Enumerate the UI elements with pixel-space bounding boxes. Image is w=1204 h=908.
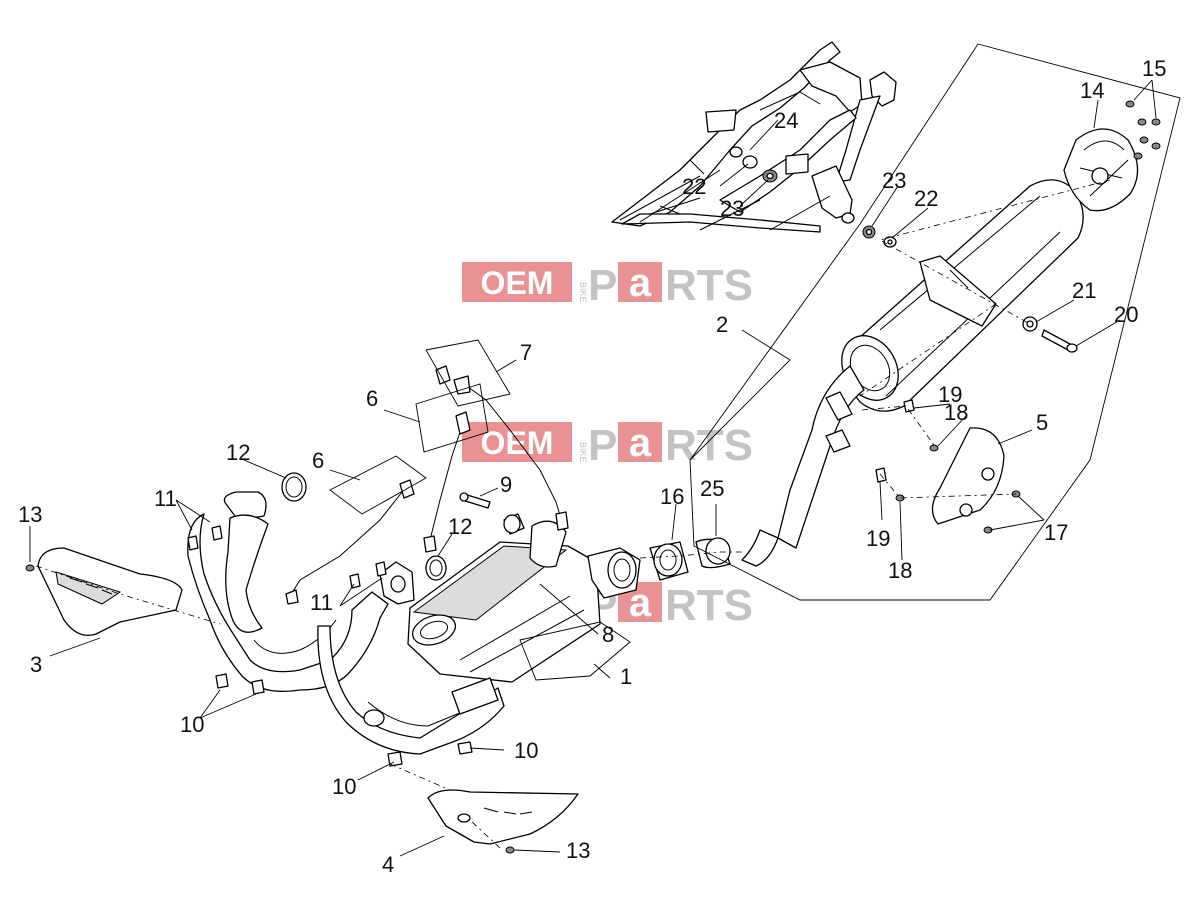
callout-19b: 19 bbox=[866, 526, 890, 551]
callout-11a: 11 bbox=[154, 486, 177, 511]
callout-15: 15 bbox=[1142, 56, 1166, 81]
callout-labels: 1 2 3 4 5 6 6 7 8 9 10 10 10 11 11 12 12… bbox=[18, 56, 1166, 877]
callout-22b: 22 bbox=[914, 186, 938, 211]
pad-10-bottom bbox=[387, 751, 403, 767]
callout-25: 25 bbox=[700, 476, 724, 501]
callout-20: 20 bbox=[1114, 302, 1138, 327]
callout-12b: 12 bbox=[448, 514, 472, 539]
callout-21: 21 bbox=[1072, 278, 1096, 303]
callout-23b: 23 bbox=[882, 168, 906, 193]
callout-10c: 10 bbox=[332, 774, 356, 799]
leader-lines bbox=[29, 79, 1157, 857]
callout-19a: 19 bbox=[938, 382, 962, 407]
bolt-20 bbox=[1041, 329, 1078, 353]
watermark-top: OEM BIKE P a RTS bbox=[462, 261, 753, 310]
rubber-mount-24 bbox=[729, 146, 758, 169]
rubber-bush-23-right bbox=[862, 225, 876, 239]
screw-15 bbox=[1125, 100, 1161, 160]
callout-24: 24 bbox=[774, 108, 798, 133]
stud-11-upper bbox=[187, 525, 223, 551]
gasket-16 bbox=[649, 541, 689, 581]
washer-21 bbox=[1022, 316, 1038, 332]
callout-10a: 10 bbox=[180, 712, 204, 737]
bolt-9 bbox=[459, 492, 491, 509]
rubber-bush-23-left bbox=[762, 169, 778, 183]
spacer-8 bbox=[503, 513, 525, 535]
svg-text:RTS: RTS bbox=[665, 581, 753, 630]
callout-13a: 13 bbox=[18, 502, 42, 527]
callout-11b: 11 bbox=[310, 590, 333, 615]
callout-23a: 23 bbox=[720, 196, 744, 221]
callout-13b: 13 bbox=[566, 838, 590, 863]
callout-6b: 6 bbox=[312, 448, 324, 473]
callout-17: 17 bbox=[1044, 520, 1068, 545]
callout-7: 7 bbox=[520, 340, 532, 365]
svg-text:P: P bbox=[588, 421, 617, 470]
callout-2: 2 bbox=[716, 312, 728, 337]
callout-22a: 22 bbox=[682, 174, 706, 199]
screw-13-left bbox=[25, 564, 35, 572]
catalyst bbox=[379, 520, 641, 683]
svg-text:P: P bbox=[588, 261, 617, 310]
callout-8: 8 bbox=[602, 622, 614, 647]
pad-10-right bbox=[457, 741, 473, 755]
heat-shield-5 bbox=[931, 427, 1005, 525]
screw-13-bottom bbox=[505, 846, 515, 854]
rear-subframe bbox=[611, 41, 897, 233]
pad-10-left bbox=[215, 673, 265, 695]
svg-text:a: a bbox=[629, 421, 652, 465]
callout-18a: 18 bbox=[944, 400, 968, 425]
svg-text:RTS: RTS bbox=[665, 421, 753, 470]
callout-4: 4 bbox=[382, 852, 394, 877]
svg-text:RTS: RTS bbox=[665, 261, 753, 310]
watermark-middle: OEM BIKE P a RTS bbox=[462, 421, 753, 470]
end-cap bbox=[1063, 128, 1139, 212]
nut-18-upper bbox=[929, 444, 939, 452]
svg-text:OEM: OEM bbox=[481, 425, 554, 461]
svg-text:a: a bbox=[629, 581, 652, 625]
callout-14: 14 bbox=[1080, 78, 1104, 103]
lambda-sensor-7 bbox=[435, 365, 569, 531]
callout-1: 1 bbox=[620, 664, 632, 689]
svg-text:a: a bbox=[629, 261, 652, 305]
callout-5: 5 bbox=[1036, 410, 1048, 435]
callout-9: 9 bbox=[500, 472, 512, 497]
callout-6a: 6 bbox=[366, 386, 378, 411]
gasket-12-lower bbox=[425, 555, 447, 581]
callout-18b: 18 bbox=[888, 558, 912, 583]
lambda-sensor-6-right bbox=[423, 411, 471, 553]
heat-guard-4 bbox=[427, 789, 579, 845]
svg-text:BIKE: BIKE bbox=[578, 442, 588, 463]
callout-3: 3 bbox=[30, 652, 42, 677]
stud-11-lower bbox=[349, 561, 387, 589]
assembly-axis-muffler bbox=[878, 179, 1111, 325]
heat-guard-3 bbox=[37, 547, 183, 637]
connector-sleeve-25 bbox=[695, 537, 731, 569]
callout-10b: 10 bbox=[514, 738, 538, 763]
silencer bbox=[741, 179, 1084, 567]
washer-22-right bbox=[883, 236, 897, 248]
gasket-12-upper bbox=[281, 472, 307, 502]
svg-text:BIKE: BIKE bbox=[578, 282, 588, 303]
svg-text:OEM: OEM bbox=[481, 265, 554, 301]
callout-12a: 12 bbox=[226, 440, 250, 465]
clamp-19-upper bbox=[903, 399, 915, 413]
callout-16: 16 bbox=[660, 484, 684, 509]
exhaust-headers bbox=[187, 491, 505, 755]
